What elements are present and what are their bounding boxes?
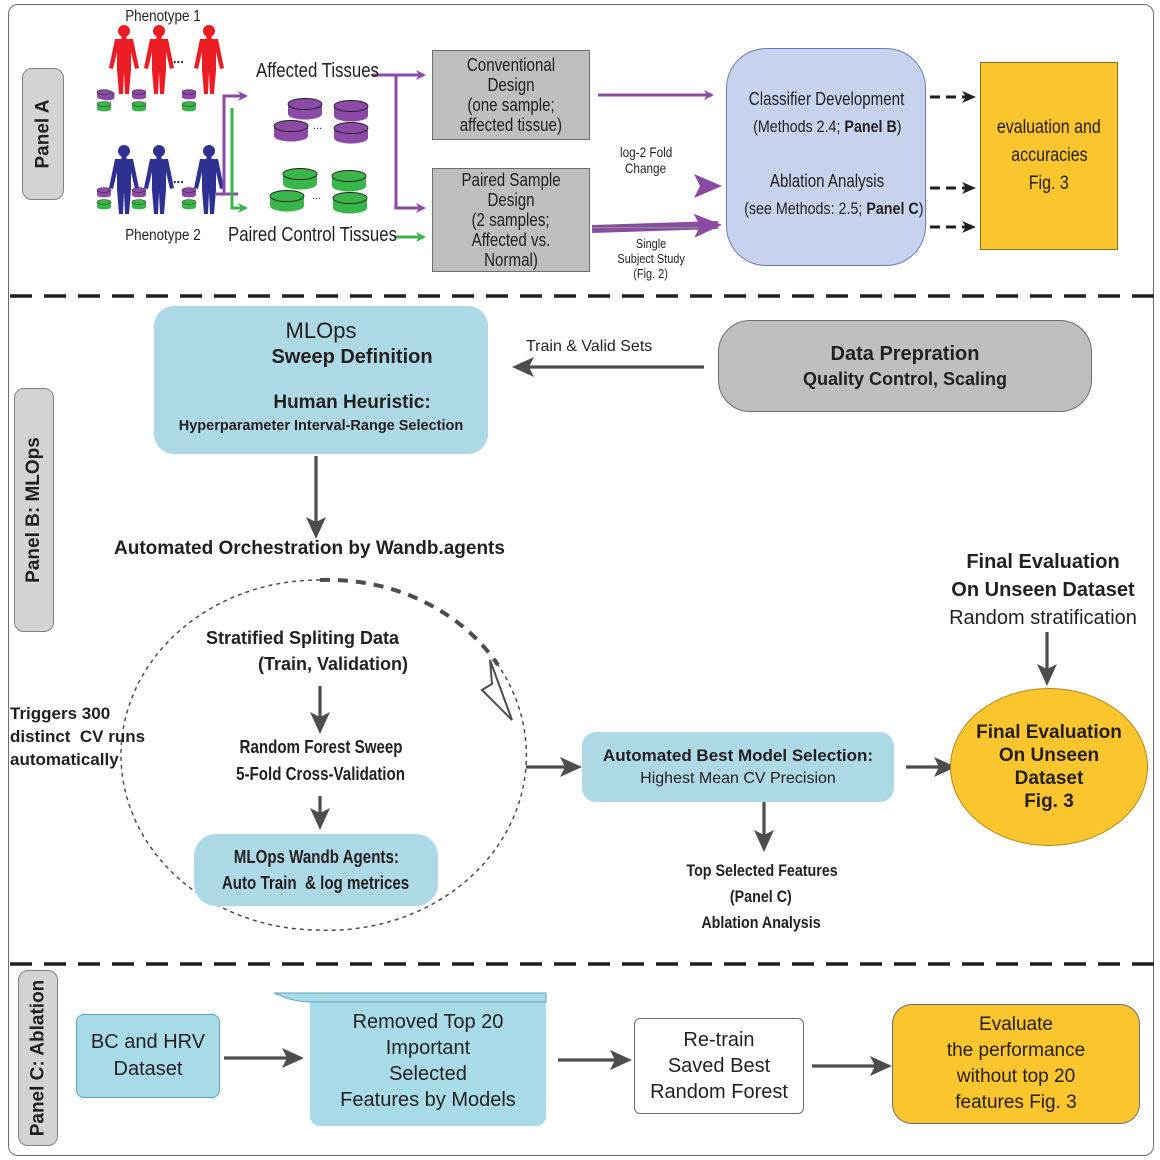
phenotype2-figures bbox=[109, 145, 224, 214]
paired-design-box: Paired Sample Design (2 samples; Affecte… bbox=[432, 168, 590, 272]
best-model-subtitle: Highest Mean CV Precision bbox=[640, 770, 836, 787]
final-evaluation-ellipse: Final Evaluation On Unseen Dataset Fig. … bbox=[950, 688, 1148, 846]
orchestration-label: Automated Orchestration by Wandb.agents bbox=[114, 538, 505, 559]
panel-a-connectors bbox=[216, 70, 714, 242]
hyperparameter-label: Hyperparameter Interval-Range Selection bbox=[178, 418, 464, 434]
figure-border bbox=[8, 4, 1154, 1156]
panel-c-tab: Panel C: Ablation bbox=[18, 970, 58, 1146]
sweep-definition-box: MLOps Sweep Definition Human Heuristic: … bbox=[154, 306, 488, 454]
panel-b-label: Panel B: MLOps bbox=[23, 437, 44, 583]
panel-c-label: Panel C: Ablation bbox=[27, 979, 48, 1137]
data-prep-title: Data Prepration bbox=[830, 343, 980, 365]
removed-box-curl bbox=[273, 992, 547, 1003]
panel-c-arrows bbox=[224, 1048, 892, 1076]
classifier-title: Classifier Development bbox=[749, 89, 905, 109]
ablation-subtitle: (see Methods: 2.5; Panel C) bbox=[744, 199, 924, 218]
ellipsis-2: ... bbox=[173, 171, 184, 186]
classifier-ablation-box: Classifier Development (Methods 2.4; Pan… bbox=[726, 48, 926, 266]
train-validation-label: (Train, Validation) bbox=[258, 654, 409, 674]
dataset-box: BC and HRV Dataset bbox=[76, 1014, 220, 1098]
evaluation-arrows bbox=[930, 91, 976, 233]
human-heuristic-title: Human Heuristic: bbox=[273, 392, 431, 413]
data-prep-box: Data Prepration Quality Control, Scaling bbox=[718, 320, 1092, 412]
conventional-design-box: Conventional Design (one sample; affecte… bbox=[432, 50, 590, 140]
triggers-label: Triggers 300 distinct CV runs automatica… bbox=[10, 704, 146, 769]
train-valid-label: Train & Valid Sets bbox=[526, 338, 653, 355]
wandb-agents-box: MLOps Wandb Agents: Auto Train & log met… bbox=[194, 834, 438, 906]
best-model-title: Automated Best Model Selection: bbox=[602, 746, 874, 765]
data-prep-subtitle: Quality Control, Scaling bbox=[802, 369, 1008, 389]
panel-a-label: Panel A bbox=[32, 99, 53, 169]
panel-b-tab: Panel B: MLOps bbox=[14, 388, 54, 632]
classifier-subtitle: (Methods 2.4; Panel B) bbox=[752, 117, 902, 136]
panel-a-tab: Panel A bbox=[22, 68, 64, 200]
affected-dots: ... bbox=[313, 120, 323, 132]
paired-output-arrows bbox=[591, 174, 722, 238]
sweep-definition-title: Sweep Definition bbox=[271, 346, 433, 368]
top-features-label: Top Selected Features (Panel C) Ablation… bbox=[686, 861, 838, 932]
phenotype2-label: Phenotype 2 bbox=[125, 227, 201, 244]
control-dots: ... bbox=[312, 190, 322, 202]
evaluation-box: evaluation and accuracies Fig. 3 bbox=[980, 62, 1118, 250]
small-disks bbox=[96, 89, 197, 210]
cv-loop-circle bbox=[120, 577, 528, 931]
best-model-box: Automated Best Model Selection: Highest … bbox=[582, 732, 894, 802]
ellipsis-1: ... bbox=[173, 51, 184, 66]
removed-features-box: Removed Top 20 Important Selected Featur… bbox=[310, 996, 546, 1126]
ablation-title: Ablation Analysis bbox=[769, 171, 885, 191]
phenotype1-figures bbox=[109, 25, 224, 94]
mlops-title: MLOps bbox=[285, 318, 357, 343]
phenotype1-label: Phenotype 1 bbox=[125, 8, 201, 25]
affected-tissues-label: Affected Tissues bbox=[256, 60, 379, 82]
final-evaluation-heading: Final Evaluation On Unseen Dataset Rando… bbox=[949, 551, 1137, 629]
panel-b-arrows bbox=[306, 357, 1057, 852]
retrain-box: Re-train Saved Best Random Forest bbox=[634, 1018, 804, 1114]
evaluate-box: Evaluate the performance without top 20 … bbox=[892, 1004, 1140, 1124]
stratified-label: Stratified Spliting Data bbox=[206, 628, 400, 648]
paired-control-label: Paired Control Tissues bbox=[228, 224, 398, 246]
